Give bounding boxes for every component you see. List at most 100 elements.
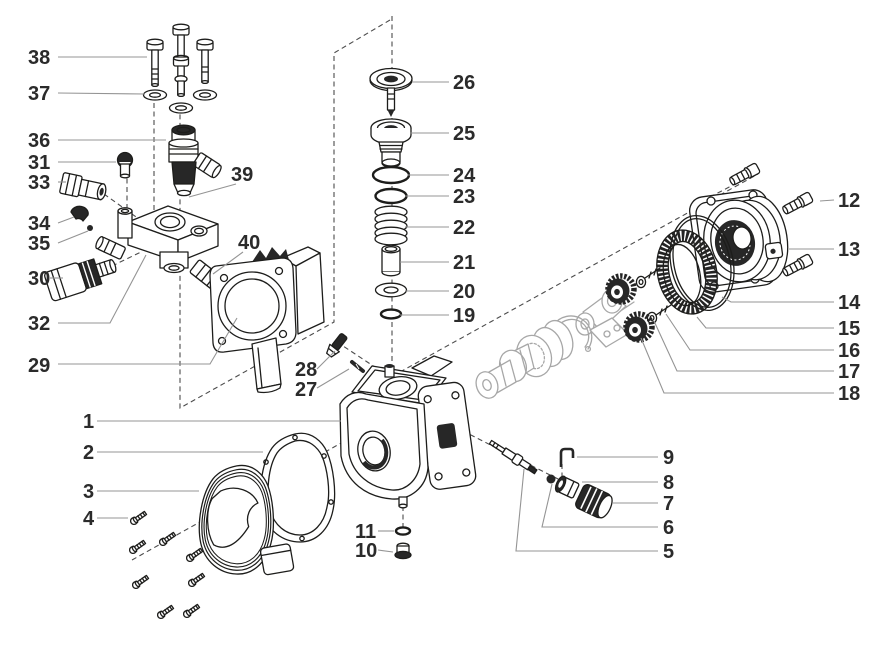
leader-line-14 [721,296,834,303]
part-23-o-ring [374,187,408,205]
callout-18: 18 [838,383,860,405]
leader-line-34 [57,216,75,224]
part-6-ball [546,474,556,484]
callout-22: 22 [453,217,475,239]
part-34-cap [70,205,89,222]
part-31-ball-stem [116,151,134,179]
callout-19: 19 [453,305,475,327]
callout-1: 1 [83,411,94,433]
part-33-fitting [59,172,107,201]
part-20-washer [374,282,408,298]
leader-line-32 [58,254,147,324]
part-37-washers [142,89,218,114]
callout-14: 14 [838,292,861,314]
part-3-front-cover [198,464,295,576]
part-24-o-ring [371,165,411,185]
part-30-pressure-knob [44,258,117,302]
part-5-valve-rod [488,439,538,475]
leader-line-18 [640,337,834,394]
part-35-ball [87,225,93,231]
callout-21: 21 [453,252,475,274]
callout-13: 13 [838,239,860,261]
callout-27: 27 [295,379,317,401]
callout-32: 32 [28,313,50,335]
part-22-spring [374,205,408,246]
part-2-gasket [260,432,336,543]
callout-9: 9 [663,447,674,469]
leader-line-12 [819,199,835,202]
part-36-inlet-valve [168,124,222,197]
callout-3: 3 [83,481,94,503]
leader-line-10 [377,549,394,553]
callout-33: 33 [28,172,50,194]
callout-30: 30 [28,268,50,290]
part-32-manifold [95,205,219,274]
part-11-o-ring [394,526,412,536]
crank-shaft [475,343,535,399]
part-8-valve-seat [554,475,580,499]
part-9-retaining-clip [559,447,575,467]
leader-line-37 [57,92,146,95]
leader-lines [50,56,835,553]
callout-2: 2 [83,442,94,464]
callout-11: 11 [355,521,376,543]
callout-4: 4 [83,508,95,530]
leader-line-16 [665,313,834,351]
callout-28: 28 [295,359,317,381]
part-38-bolts [146,23,214,98]
callout-25: 25 [453,123,475,145]
callout-29: 29 [28,355,50,377]
callout-36: 36 [28,130,50,152]
leader-line-27 [316,368,350,389]
callout-15: 15 [838,318,860,340]
callout-40: 40 [238,232,260,254]
part-21-cylinder [381,244,401,277]
part-28-fitting [326,333,348,358]
leader-line-6 [541,483,658,528]
leader-line-39 [188,183,237,198]
leader-line-28 [316,350,336,370]
leader-line-35 [57,230,89,244]
leader-line-40 [212,251,244,275]
part-10-plug [394,542,412,560]
leader-line-5 [515,468,658,552]
callout-6: 6 [663,517,674,539]
callout-20: 20 [453,281,475,303]
callout-10: 10 [355,540,377,562]
callout-23: 23 [453,186,475,208]
callout-8: 8 [663,472,674,494]
callout-labels: 3837363133343530322912341110394028272625… [28,47,861,563]
part-26-outlet-valve [369,67,413,117]
callout-26: 26 [453,72,475,94]
part-4-screws [127,509,207,621]
construction-line-5 [111,251,142,267]
part-29-pump-head [209,246,325,394]
callout-38: 38 [28,47,50,69]
part-25-valve-seat [370,118,412,168]
callout-7: 7 [663,493,674,515]
part-15-ring-gear [656,229,718,315]
leader-line-17 [653,320,834,372]
callout-5: 5 [663,541,674,563]
callout-12: 12 [838,190,860,212]
callout-17: 17 [838,361,860,383]
callout-34: 34 [28,213,51,235]
callout-39: 39 [231,164,253,186]
part-27-pin [350,360,365,373]
part-18-gears [605,273,655,343]
part-7-drain-knob [575,484,613,519]
part-14-large-o-ring [669,214,735,312]
leader-line-29 [58,317,238,365]
pump-head-handle [251,337,282,394]
callout-24: 24 [453,165,476,187]
part-19-o-ring [379,308,403,320]
crankshaft-assembly-reference [475,288,635,399]
construction-line-9 [454,426,561,481]
callout-16: 16 [838,340,860,362]
construction-line-1 [179,19,391,409]
callout-37: 37 [28,83,50,105]
part-1-gear-housing [339,355,477,509]
callout-31: 31 [28,152,50,174]
